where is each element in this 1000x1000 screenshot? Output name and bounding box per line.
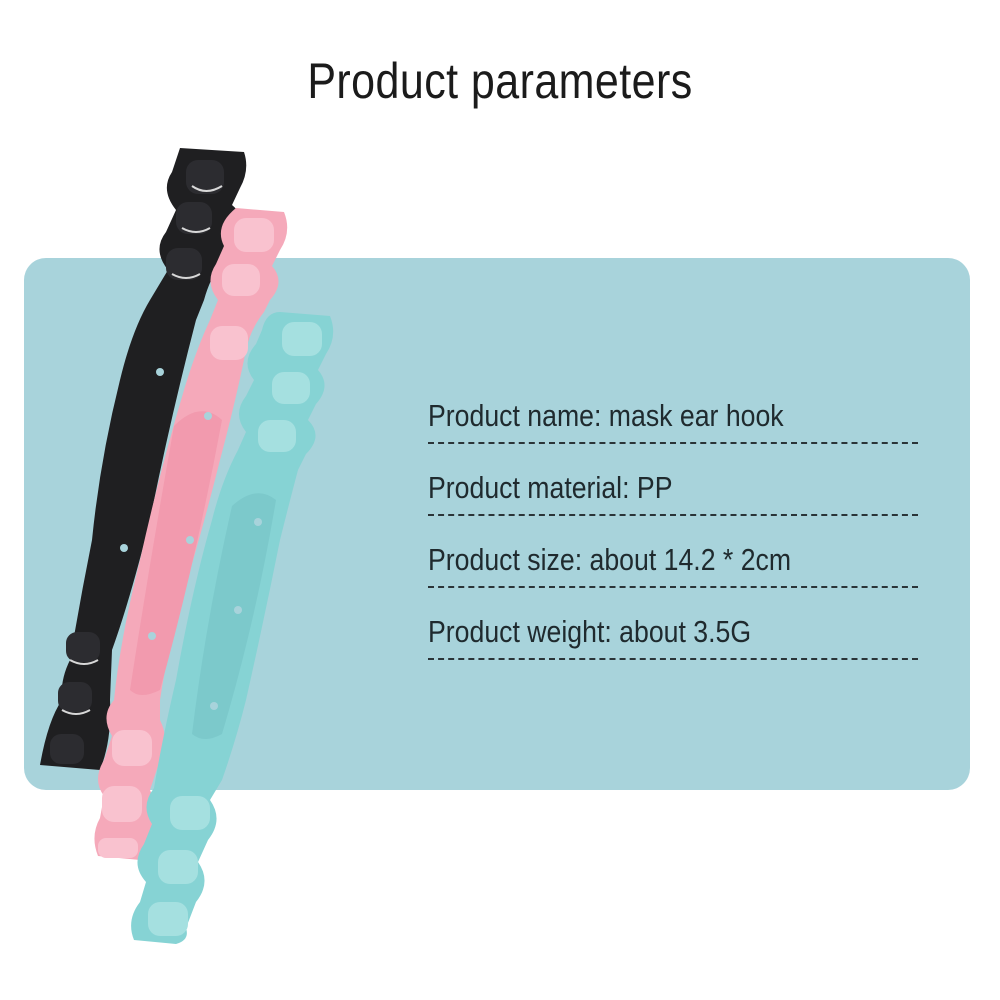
dashed-divider — [428, 442, 918, 444]
dashed-divider — [428, 514, 918, 516]
param-product-material: Product material: PP — [428, 470, 673, 505]
param-row-weight: Product weight: about 3.5G — [428, 608, 920, 680]
pink-strap — [94, 208, 288, 860]
param-product-name: Product name: mask ear hook — [428, 398, 784, 433]
param-product-size: Product size: about 14.2 * 2cm — [428, 542, 792, 577]
teal-strap — [131, 312, 334, 944]
param-product-weight: Product weight: about 3.5G — [428, 614, 752, 649]
black-strap — [40, 148, 247, 770]
param-row-name: Product name: mask ear hook — [428, 392, 920, 464]
param-row-material: Product material: PP — [428, 464, 920, 536]
param-row-size: Product size: about 14.2 * 2cm — [428, 536, 920, 608]
dashed-divider — [428, 586, 918, 588]
page-title: Product parameters — [307, 53, 693, 109]
dashed-divider — [428, 658, 918, 660]
product-parameters-list: Product name: mask ear hook Product mate… — [428, 392, 920, 680]
